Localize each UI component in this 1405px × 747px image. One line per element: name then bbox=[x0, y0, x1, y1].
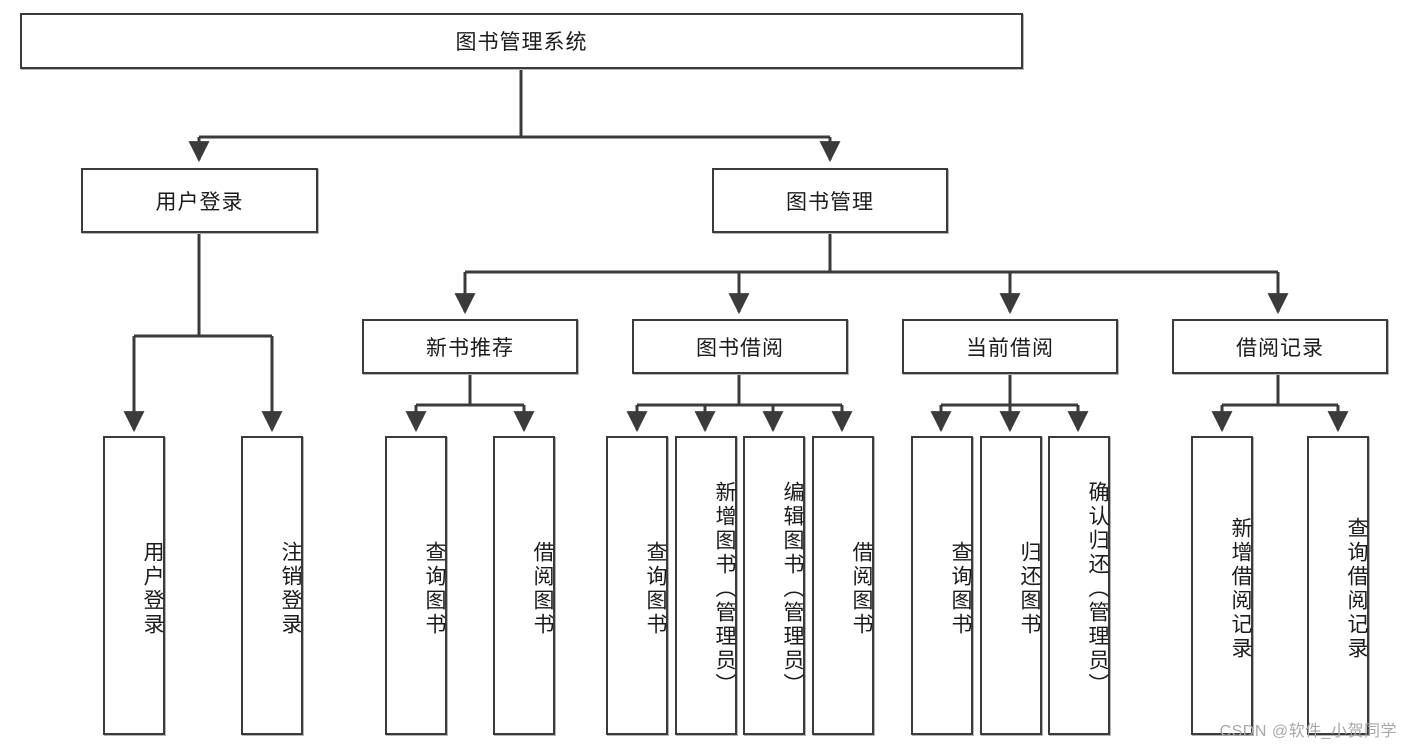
node-book-borrow[interactable]: 图书借阅 bbox=[632, 319, 848, 374]
node-leaf-return-book[interactable]: 归还图书 bbox=[980, 436, 1042, 735]
node-leaf-user-login[interactable]: 用户登录 bbox=[103, 436, 165, 735]
node-label: 查询图书 bbox=[423, 540, 446, 637]
node-leaf-query-book-recommend[interactable]: 查询图书 bbox=[385, 436, 447, 735]
node-label: 查询借阅记录 bbox=[1345, 516, 1368, 661]
node-borrow-record[interactable]: 借阅记录 bbox=[1172, 319, 1388, 374]
node-leaf-query-book[interactable]: 查询图书 bbox=[606, 436, 668, 735]
node-user-login[interactable]: 用户登录 bbox=[81, 168, 318, 233]
node-label: 查询图书 bbox=[949, 540, 972, 637]
node-label: 查询图书 bbox=[644, 540, 667, 637]
node-label: 用户登录 bbox=[141, 540, 164, 637]
node-label: 新增图书（管理员） bbox=[713, 480, 736, 697]
node-label: 新增借阅记录 bbox=[1229, 516, 1252, 661]
node-leaf-add-book-admin[interactable]: 新增图书（管理员） bbox=[675, 436, 737, 735]
node-label: 借阅图书 bbox=[531, 540, 554, 637]
node-leaf-confirm-return-admin[interactable]: 确认归还（管理员） bbox=[1048, 436, 1110, 735]
watermark: CSDN @软件_小贺同学 bbox=[1219, 723, 1397, 740]
node-leaf-query-book-current[interactable]: 查询图书 bbox=[911, 436, 973, 735]
node-book-management[interactable]: 图书管理 bbox=[712, 168, 948, 233]
node-label: 借阅图书 bbox=[850, 540, 873, 637]
node-label: 图书管理系统 bbox=[455, 31, 588, 54]
node-current-borrow[interactable]: 当前借阅 bbox=[902, 319, 1118, 374]
node-label: 当前借阅 bbox=[966, 336, 1054, 360]
node-label: 借阅记录 bbox=[1236, 336, 1324, 360]
node-label: 用户登录 bbox=[155, 190, 244, 214]
node-leaf-logout[interactable]: 注销登录 bbox=[241, 436, 303, 735]
node-leaf-edit-book-admin[interactable]: 编辑图书（管理员） bbox=[743, 436, 805, 735]
node-root-book-management-system[interactable]: 图书管理系统 bbox=[20, 13, 1023, 69]
node-leaf-borrow-book-recommend[interactable]: 借阅图书 bbox=[493, 436, 555, 735]
node-label: 编辑图书（管理员） bbox=[781, 480, 804, 697]
node-leaf-add-borrow-record[interactable]: 新增借阅记录 bbox=[1191, 436, 1253, 735]
node-new-book-recommend[interactable]: 新书推荐 bbox=[362, 319, 578, 374]
node-leaf-query-borrow-record[interactable]: 查询借阅记录 bbox=[1307, 436, 1369, 735]
node-leaf-borrow-book[interactable]: 借阅图书 bbox=[812, 436, 874, 735]
node-label: 图书借阅 bbox=[696, 336, 784, 360]
node-label: 注销登录 bbox=[279, 540, 302, 637]
node-label: 新书推荐 bbox=[426, 336, 514, 360]
node-label: 图书管理 bbox=[786, 190, 874, 214]
node-label: 归还图书 bbox=[1018, 540, 1041, 637]
node-label: 确认归还（管理员） bbox=[1086, 480, 1109, 697]
